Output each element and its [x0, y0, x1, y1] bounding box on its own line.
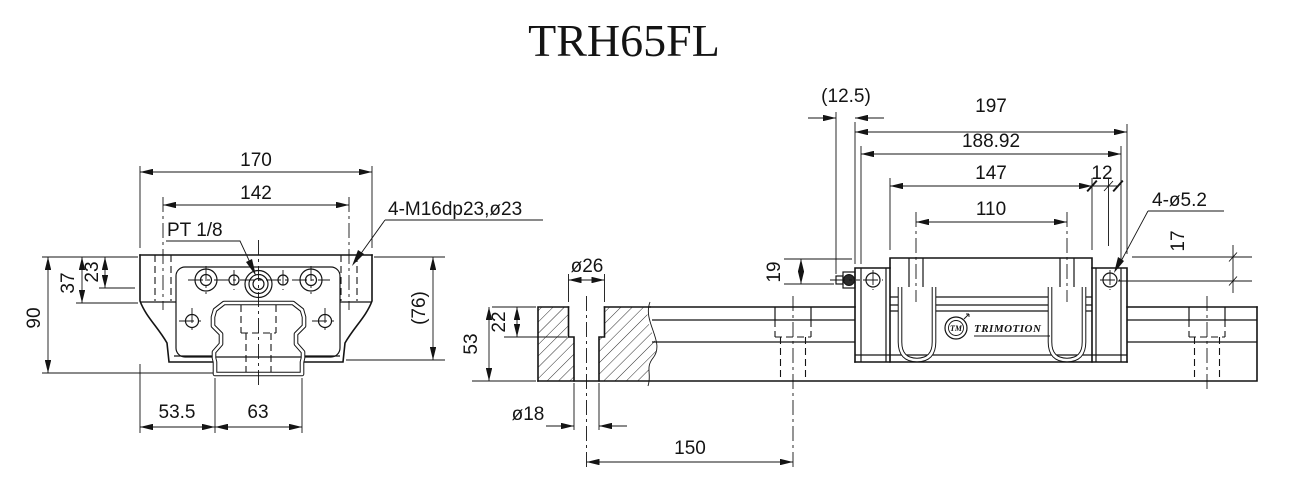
logo-name: TRIMOTION — [974, 323, 1042, 335]
grease-nipple — [830, 271, 860, 289]
dim-thru-dia: ø18 — [512, 404, 545, 425]
dim-hole-spacing: 142 — [240, 183, 272, 204]
dim-h-total: 90 — [24, 307, 45, 328]
dim-nipple-len: (12.5) — [821, 86, 871, 107]
dim-cbore-depth: 22 — [489, 311, 510, 332]
dim-h-block: (76) — [409, 291, 430, 325]
dim-hole-span: 110 — [976, 199, 1006, 220]
dim-rail-width: 63 — [247, 402, 268, 423]
front-carriage-outline — [139, 254, 373, 363]
dim-v-right: 17 — [1168, 230, 1189, 251]
dim-b-offset: 53.5 — [159, 402, 196, 423]
label-grease-port: PT 1/8 — [167, 220, 223, 241]
dim-body-len: 147 — [975, 163, 1007, 184]
dim-cbore-dia: ø26 — [571, 256, 604, 277]
front-dimensions: 170 142 PT 1/8 4-M16dp23,ø23 23 37 90 (7… — [24, 150, 543, 433]
dim-total-len: 197 — [975, 96, 1007, 117]
front-mount-holes — [154, 197, 358, 310]
drawing-title: TRH65FL — [528, 15, 720, 66]
dim-seal-len: 188.92 — [962, 131, 1020, 152]
end-cap-screws — [863, 270, 1120, 290]
dim-end-len: 12 — [1091, 163, 1112, 184]
dim-hole-pitch: 150 — [674, 438, 706, 459]
label-mount-holes: 4-M16dp23,ø23 — [388, 199, 522, 220]
side-view: TM TRIMOTION (12.5) 197 188.92 147 — [461, 86, 1258, 468]
rail-side-view — [537, 296, 1258, 468]
dim-v-left: 19 — [764, 261, 785, 282]
dim-rail-height: 53 — [461, 333, 482, 354]
carriage-side-view: TM TRIMOTION — [830, 212, 1128, 363]
front-rail-profile — [210, 240, 307, 388]
logo-mark: TM — [950, 324, 963, 333]
side-dimensions: (12.5) 197 188.92 147 12 110 4-ø5.2 — [461, 86, 1252, 468]
label-end-holes: 4-ø5.2 — [1152, 190, 1207, 211]
dim-outer-width: 170 — [240, 150, 272, 171]
dim-h-top: 23 — [82, 261, 103, 282]
dim-h-shoulder: 37 — [58, 272, 79, 293]
brand-logo: TM TRIMOTION — [944, 313, 1050, 340]
rail-section-block — [537, 301, 658, 387]
front-view: 170 142 PT 1/8 4-M16dp23,ø23 23 37 90 (7… — [24, 150, 543, 433]
